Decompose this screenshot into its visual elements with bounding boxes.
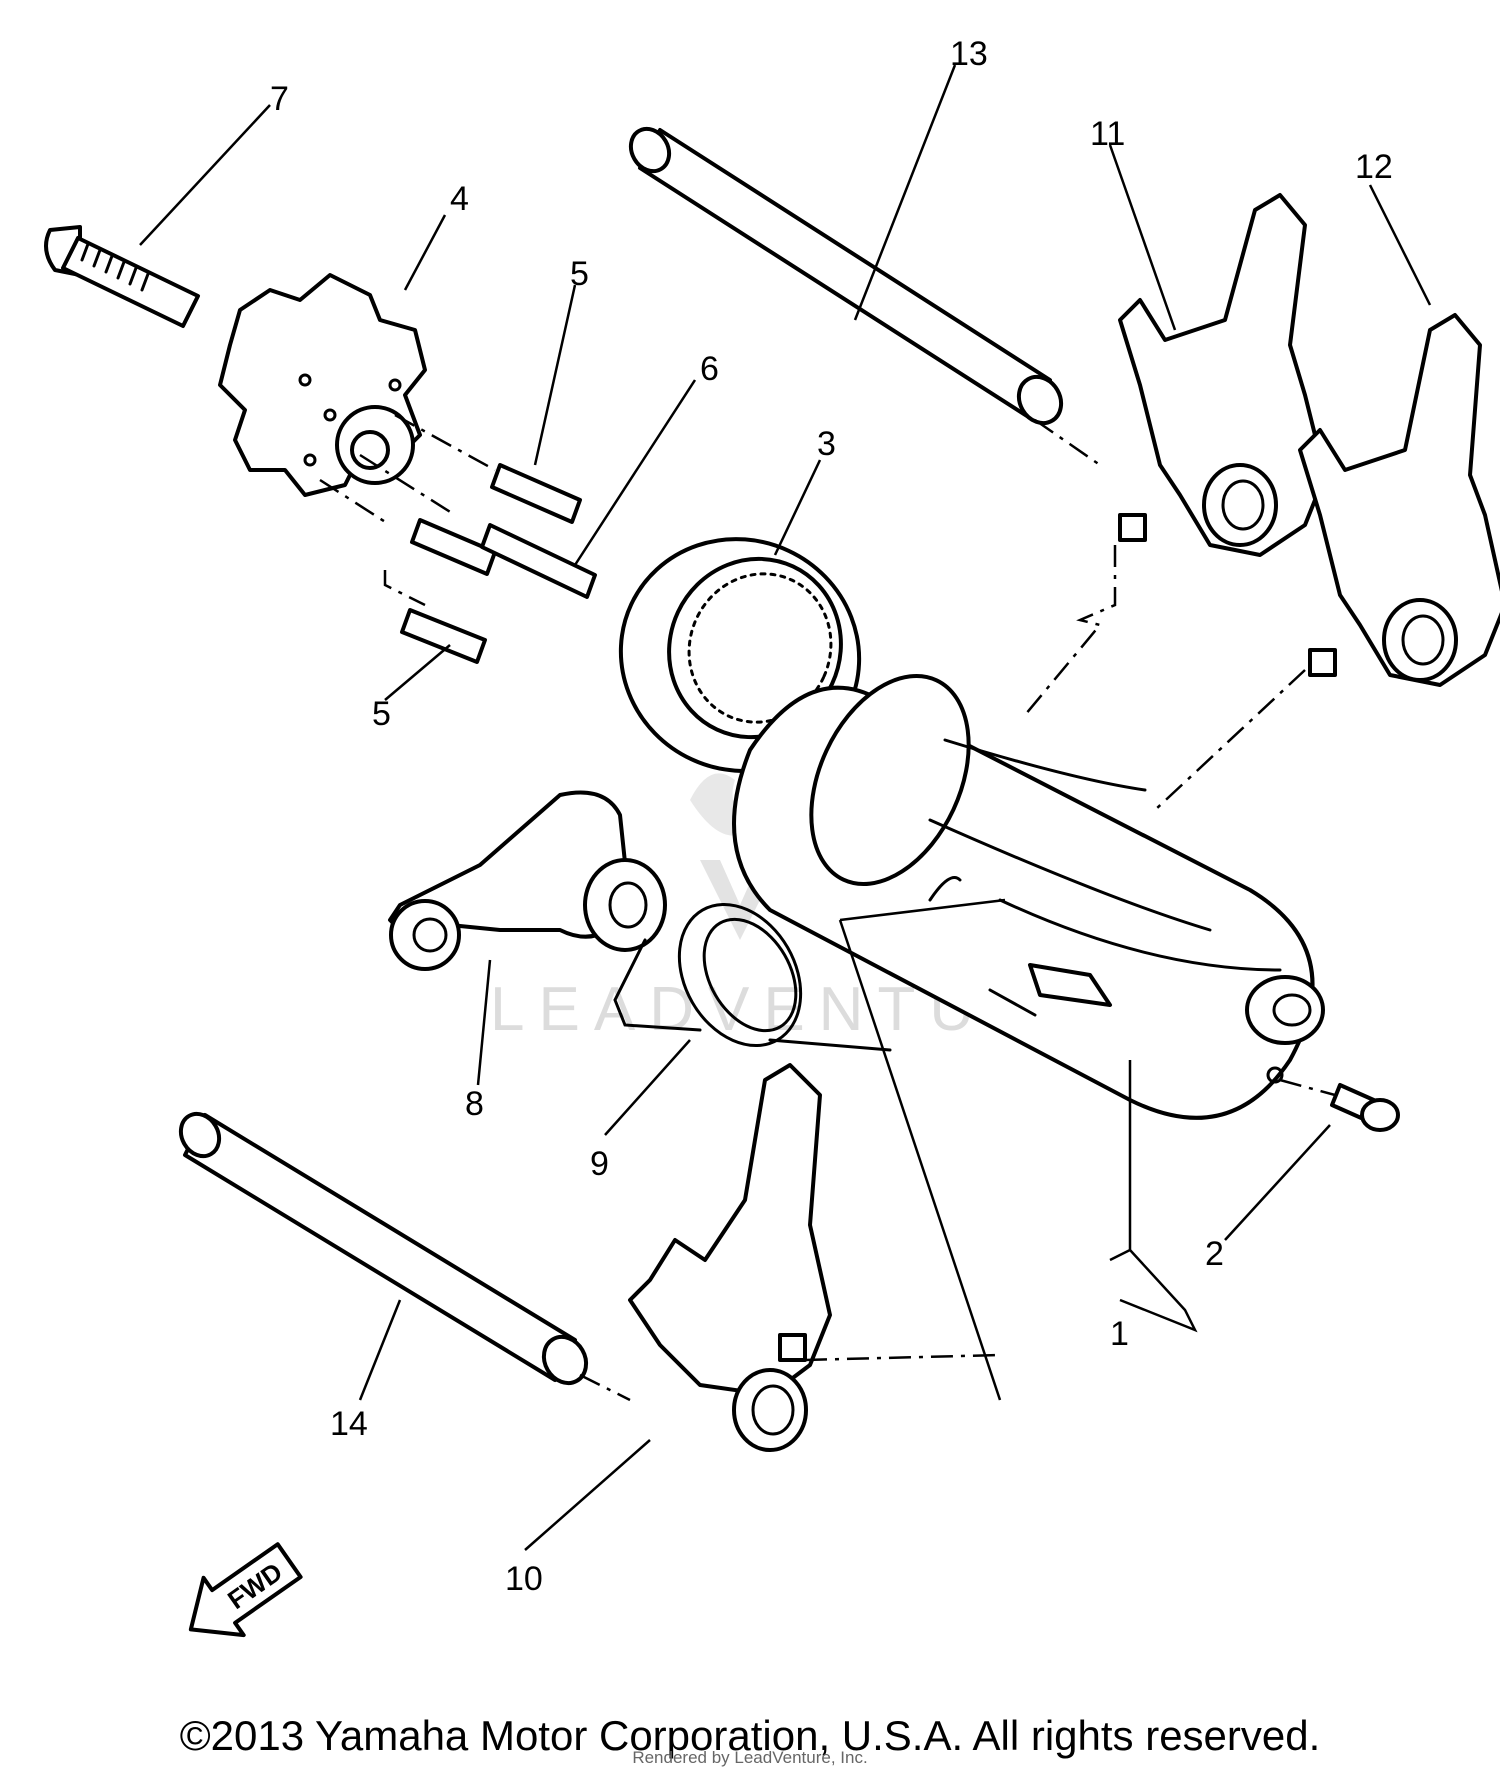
part-10-fork (628, 1063, 832, 1452)
leader-5b (384, 644, 451, 701)
alignment-line-fork-11 (1024, 418, 1117, 716)
part-2-screw (1330, 1083, 1400, 1132)
rendered-by-text: Rendered by LeadVenture, Inc. (632, 1748, 868, 1767)
alignment-line-shaft-14 (579, 1353, 1001, 1402)
leader-12 (1368, 184, 1432, 306)
part-9-spring (613, 902, 892, 1052)
callout-10: 10 (505, 1560, 543, 1598)
callout-13: 13 (950, 35, 988, 73)
callout-2: 2 (1205, 1235, 1224, 1273)
part-14-shaft (178, 1111, 589, 1386)
callout-7: 7 (270, 80, 289, 118)
leader-3 (773, 459, 822, 556)
leader-7 (139, 104, 271, 246)
part-6-pin (480, 523, 597, 599)
fwd-arrow-icon: FWD (188, 1542, 303, 1638)
callout-3: 3 (817, 425, 836, 463)
callout-12: 12 (1355, 148, 1393, 186)
part-11-fork (1118, 193, 1327, 557)
callout-8: 8 (465, 1085, 484, 1123)
leader-8 (476, 959, 492, 1086)
callout-11: 11 (1090, 115, 1125, 153)
leader-11 (1108, 144, 1177, 331)
leader-10 (524, 1439, 651, 1551)
part-8-lever (388, 790, 667, 971)
callout-5-lower: 5 (372, 695, 391, 733)
leader-5a (533, 284, 577, 466)
part-7-bolt (44, 225, 200, 328)
part-13-shaft (628, 126, 1064, 426)
part-4-segment (218, 273, 427, 497)
leader-6 (573, 379, 697, 566)
callout-6: 6 (700, 350, 719, 388)
leader-2 (1224, 1124, 1331, 1241)
callout-4: 4 (450, 180, 469, 218)
part-5-pins (400, 463, 582, 664)
leader-9 (604, 1039, 691, 1136)
callout-14: 14 (330, 1405, 368, 1443)
leader-1 (1109, 1060, 1198, 1333)
leader-4 (403, 214, 447, 291)
callout-1: 1 (1110, 1315, 1129, 1353)
callout-5-upper: 5 (570, 255, 589, 293)
alignment-line-screw (1279, 1078, 1336, 1097)
part-12-fork (1298, 313, 1500, 687)
copyright-text: ©2013 Yamaha Motor Corporation, U.S.A. A… (179, 1712, 1321, 1759)
alignment-line-fork-12 (1154, 669, 1306, 811)
parts-diagram: LEADVENTURE (44, 35, 1500, 1638)
alignment-line-segment (319, 413, 496, 607)
callout-9: 9 (590, 1145, 609, 1183)
part-1-shift-drum (732, 674, 1325, 1120)
leader-13 (853, 64, 957, 321)
leader-14 (358, 1299, 402, 1401)
leader-1-drum (838, 898, 1006, 1401)
